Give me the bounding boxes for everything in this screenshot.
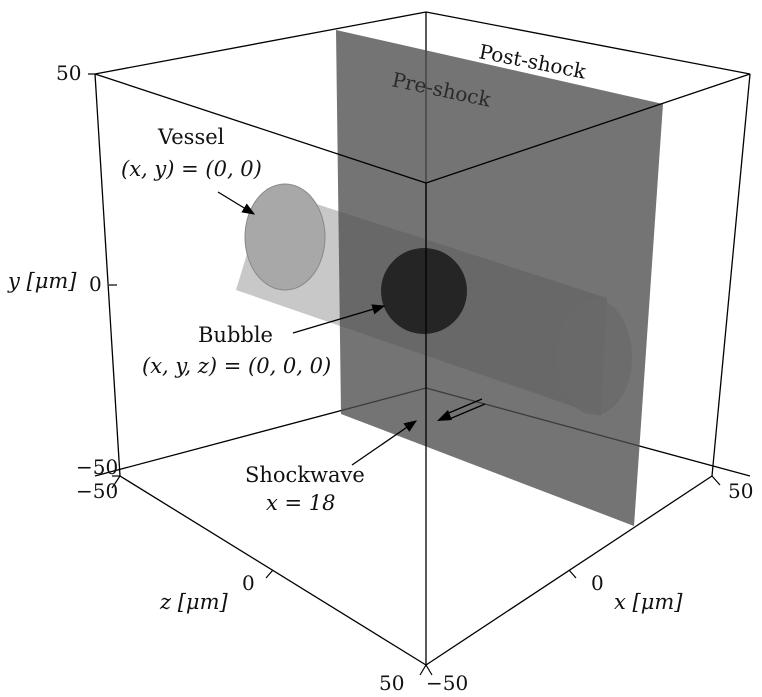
z-tick-start: −50 [76, 479, 118, 503]
axis-ticks [88, 73, 721, 676]
shock-direction-icon [437, 398, 486, 421]
z-axis-label: z [μm] [159, 590, 228, 614]
y-tick-mid: 0 [89, 272, 102, 296]
z-tick-mid: 0 [242, 571, 255, 595]
bubble-sphere [381, 248, 467, 334]
bubble-coords: (x, y, z) = (0, 0, 0) [142, 354, 331, 378]
vessel-arrow [217, 191, 256, 215]
y-axis-label: y [μm] [7, 269, 77, 293]
vessel-far-end [556, 299, 632, 415]
vessel-coords: (x, y) = (0, 0) [121, 157, 262, 181]
y-tick-bottom: −50 [76, 455, 118, 479]
x-tick-mid: 0 [591, 571, 604, 595]
shockwave-arrow [351, 420, 418, 466]
bubble-title: Bubble [198, 323, 273, 347]
y-tick-top: 50 [56, 61, 81, 85]
x-axis-label: x [μm] [614, 590, 683, 614]
shockwave-title: Shockwave [245, 463, 365, 487]
vessel-title: Vessel [157, 125, 225, 149]
bubble-arrow [292, 304, 386, 334]
x-tick-start: −50 [426, 671, 468, 695]
x-tick-end: 50 [728, 479, 753, 503]
shockwave-coords: x = 18 [266, 491, 336, 515]
z-tick-end: 50 [379, 671, 404, 695]
